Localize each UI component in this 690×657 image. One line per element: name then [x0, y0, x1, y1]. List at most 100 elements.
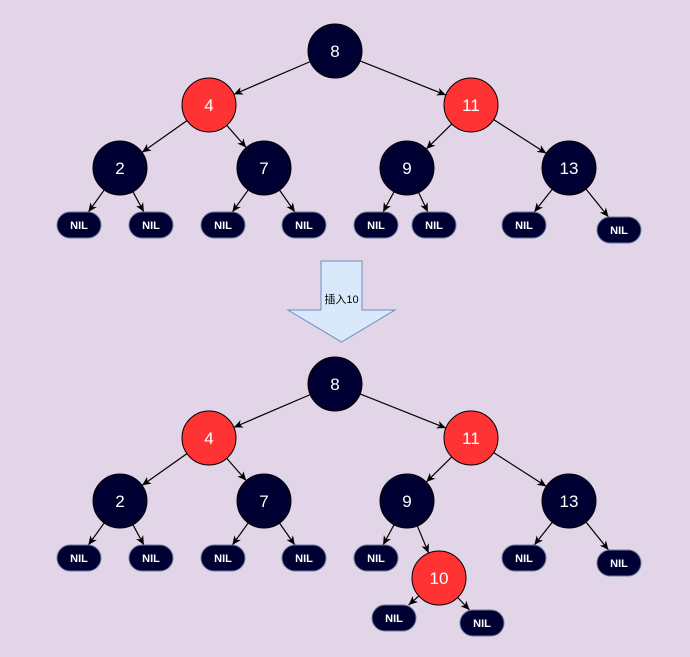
edge-n8-to-n11: [359, 393, 447, 429]
tree-node-10: 10: [411, 550, 467, 606]
tree-node-11: 11: [443, 410, 499, 466]
node-value-label: 13: [560, 159, 579, 178]
node-value-label: 13: [560, 492, 579, 511]
edge-n13-to-nil_13r: [585, 188, 609, 218]
nil-leaf-label: NIL: [385, 613, 403, 625]
black-node-circle: [92, 473, 148, 529]
edge-n7-to-nil_7r: [279, 522, 296, 546]
nil-leaf: NIL: [371, 604, 417, 632]
edge-n8-to-n11: [359, 60, 447, 96]
black-node-circle: [92, 140, 148, 196]
tree-node-13: 13: [541, 473, 597, 529]
edge-n2-to-nil_2r: [132, 191, 145, 213]
red-node-circle: [443, 77, 499, 133]
edge-n10-to-nil_10l: [408, 595, 420, 606]
nil-leaf-shape: [128, 211, 174, 239]
nil-leaf-shape: [459, 609, 505, 637]
nil-leaf: NIL: [56, 544, 102, 572]
black-node-circle: [541, 140, 597, 196]
edge-n11-to-n9: [425, 123, 453, 150]
down-arrow-shape: [286, 260, 397, 343]
nil-leaf-label: NIL: [70, 220, 88, 232]
tree-node-9: 9: [379, 473, 435, 529]
nil-leaf: NIL: [200, 544, 246, 572]
edge-n4-to-n7: [226, 124, 247, 149]
node-value-label: 9: [402, 492, 411, 511]
tree-node-13: 13: [541, 140, 597, 196]
edge-n4-to-n7: [226, 457, 247, 482]
edge-n7-to-nil_7r: [279, 189, 296, 213]
nil-leaf-shape: [281, 544, 327, 572]
nil-leaf-shape: [56, 544, 102, 572]
node-value-label: 7: [259, 159, 268, 178]
edge-n9-to-n10: [416, 525, 430, 554]
node-value-label: 2: [115, 159, 124, 178]
tree-node-8: 8: [307, 356, 363, 412]
red-node-circle: [443, 410, 499, 466]
nil-leaf: NIL: [56, 211, 102, 239]
black-node-circle: [307, 23, 363, 79]
edge-n9-to-nil_9l: [382, 524, 395, 546]
nil-leaf-shape: [596, 216, 642, 244]
edge-n13-to-nil_13l: [533, 521, 553, 546]
edge-n11-to-n13: [493, 452, 547, 487]
node-value-label: 8: [330, 42, 339, 61]
black-node-circle: [236, 473, 292, 529]
node-value-label: 11: [462, 429, 480, 448]
nil-leaf-label: NIL: [295, 553, 313, 565]
nil-leaf-label: NIL: [367, 553, 385, 565]
nil-leaf-shape: [200, 211, 246, 239]
nil-leaf-label: NIL: [425, 220, 443, 232]
edge-n10-to-nil_10r: [457, 597, 471, 611]
nil-leaf-shape: [353, 211, 399, 239]
nil-leaf-shape: [353, 544, 399, 572]
nil-leaf-shape: [411, 211, 457, 239]
nil-leaf-label: NIL: [142, 553, 160, 565]
nil-leaf-shape: [501, 544, 547, 572]
red-node-circle: [411, 550, 467, 606]
black-node-circle: [236, 140, 292, 196]
nil-leaf: NIL: [353, 211, 399, 239]
nil-leaf-shape: [596, 549, 642, 577]
nil-leaf: NIL: [128, 544, 174, 572]
red-node-circle: [181, 77, 237, 133]
edge-n2-to-nil_2l: [87, 522, 105, 546]
edge-n13-to-nil_13l: [533, 188, 553, 213]
nil-leaf-shape: [200, 544, 246, 572]
nil-leaf: NIL: [411, 211, 457, 239]
black-node-circle: [379, 140, 435, 196]
nil-leaf: NIL: [501, 211, 547, 239]
red-node-circle: [181, 410, 237, 466]
nil-leaf: NIL: [281, 211, 327, 239]
edge-n4-to-n2: [141, 120, 188, 153]
nil-leaf: NIL: [281, 544, 327, 572]
edge-n2-to-nil_2r: [132, 524, 145, 546]
edge-n9-to-nil_9r: [418, 192, 429, 213]
tree-node-11: 11: [443, 77, 499, 133]
node-value-label: 7: [259, 492, 268, 511]
edge-n7-to-nil_7l: [231, 522, 249, 546]
nil-leaf: NIL: [459, 609, 505, 637]
tree-node-8: 8: [307, 23, 363, 79]
nil-leaf-shape: [56, 211, 102, 239]
edge-n9-to-nil_9l: [382, 191, 395, 213]
node-value-label: 10: [430, 569, 449, 588]
nil-leaf-label: NIL: [367, 220, 385, 232]
nil-leaf-shape: [501, 211, 547, 239]
insert-label: 插入10: [324, 292, 358, 306]
nil-leaf: NIL: [501, 544, 547, 572]
nil-leaf: NIL: [200, 211, 246, 239]
node-value-label: 4: [204, 429, 213, 448]
insert-transition-arrow: 插入10: [286, 260, 397, 343]
nil-leaf-label: NIL: [515, 220, 533, 232]
nil-leaf-label: NIL: [515, 553, 533, 565]
black-node-circle: [541, 473, 597, 529]
nil-leaf-label: NIL: [214, 553, 232, 565]
nil-leaf-label: NIL: [610, 558, 628, 570]
nil-leaf: NIL: [596, 549, 642, 577]
edge-n13-to-nil_13r: [585, 521, 609, 551]
nil-leaf-label: NIL: [473, 618, 491, 630]
